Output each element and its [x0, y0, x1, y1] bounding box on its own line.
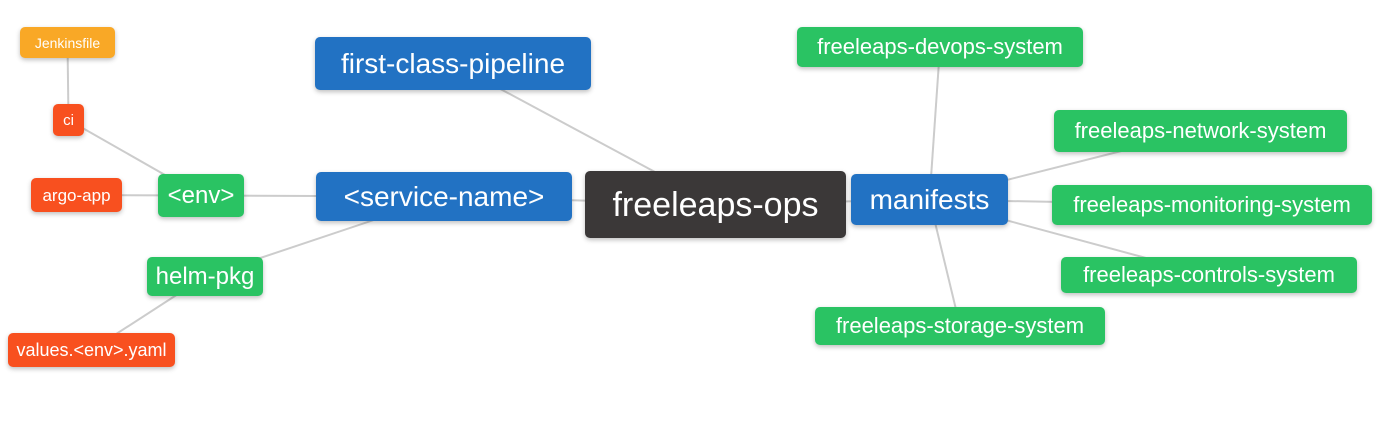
node-service-name[interactable]: <service-name> [316, 172, 572, 221]
node-helm-pkg[interactable]: helm-pkg [147, 257, 263, 296]
node-freeleaps-ops-root[interactable]: freeleaps-ops [585, 171, 846, 238]
node-jenkinsfile[interactable]: Jenkinsfile [20, 27, 115, 58]
node-freeleaps-monitoring-system[interactable]: freeleaps-monitoring-system [1052, 185, 1372, 225]
node-freeleaps-devops-system[interactable]: freeleaps-devops-system [797, 27, 1083, 67]
node-env[interactable]: <env> [158, 174, 244, 217]
node-manifests[interactable]: manifests [851, 174, 1008, 225]
node-first-class-pipeline[interactable]: first-class-pipeline [315, 37, 591, 90]
node-ci[interactable]: ci [53, 104, 84, 136]
node-values-env-yaml[interactable]: values.<env>.yaml [8, 333, 175, 367]
node-freeleaps-network-system[interactable]: freeleaps-network-system [1054, 110, 1347, 152]
node-freeleaps-storage-system[interactable]: freeleaps-storage-system [815, 307, 1105, 345]
node-freeleaps-controls-system[interactable]: freeleaps-controls-system [1061, 257, 1357, 293]
node-argo-app[interactable]: argo-app [31, 178, 122, 212]
